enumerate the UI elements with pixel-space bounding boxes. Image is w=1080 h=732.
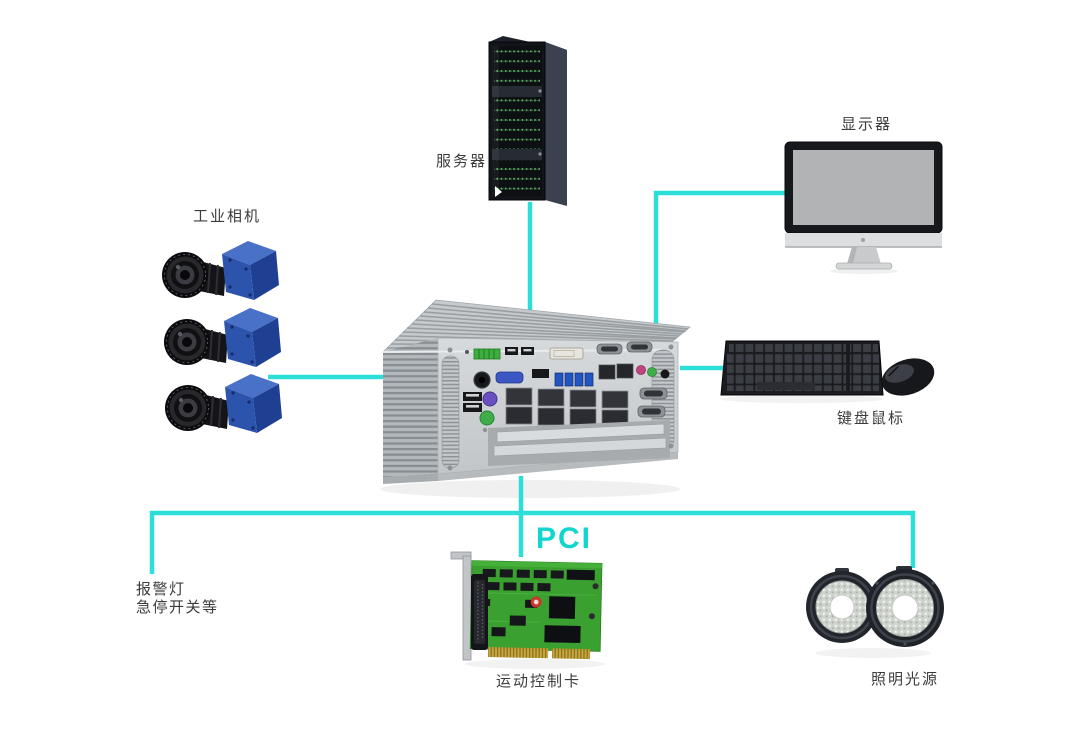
ring-light-group <box>806 566 944 647</box>
connector-pci-bus <box>149 510 916 574</box>
label-alarm-line1: 报警灯 <box>136 581 186 598</box>
monitor-screen <box>793 150 934 225</box>
label-cameras: 工业相机 <box>193 208 262 225</box>
motion-card-illustration <box>450 551 603 661</box>
connectors <box>149 190 916 574</box>
ring-light-left <box>806 568 878 643</box>
monitor-illustration <box>784 141 943 270</box>
shadows <box>380 268 931 669</box>
cursor-arrow <box>495 186 502 197</box>
connector-monitor-ipc <box>653 190 788 324</box>
label-light-source: 照明光源 <box>871 671 940 688</box>
label-server: 服务器 <box>436 153 488 170</box>
industrial-pc-illustration <box>382 299 691 484</box>
main-chip <box>548 596 576 619</box>
label-keyboard-mouse: 键盘鼠标 <box>837 410 906 427</box>
label-monitor: 显示器 <box>841 116 893 133</box>
label-pci-bus: PCI <box>536 522 593 555</box>
label-alarm: 报警灯 急停开关等 <box>136 581 219 617</box>
ring-light-right <box>866 566 944 647</box>
mouse-illustration <box>881 358 935 396</box>
label-alarm-line2: 急停开关等 <box>136 599 219 616</box>
label-motion-card: 运动控制卡 <box>496 673 582 690</box>
pc-expansion-slots <box>488 420 670 466</box>
pc-io-ports <box>463 341 670 428</box>
keyboard-illustration <box>720 340 884 396</box>
camera-group <box>161 240 283 434</box>
server-illustration <box>488 36 567 206</box>
pci-edge-connector <box>488 647 549 659</box>
